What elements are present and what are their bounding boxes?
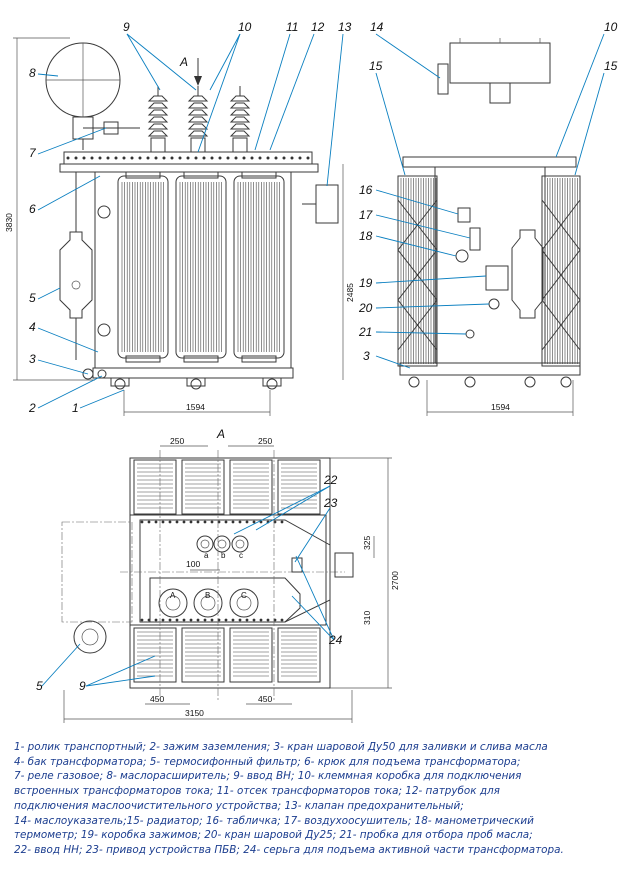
- safety-valve: [315, 184, 339, 224]
- dim-plan-height: 2700: [390, 571, 400, 590]
- callout-c12: 12: [311, 20, 325, 34]
- callout-c3: 3: [29, 352, 36, 366]
- callout-c24: 24: [328, 633, 343, 647]
- thermometer: [455, 249, 469, 263]
- hv-label-c: C: [241, 591, 247, 600]
- dim-plan-right-bottom: 310: [362, 611, 372, 625]
- callout-c6: 6: [29, 202, 36, 216]
- callout-c13: 13: [338, 20, 352, 34]
- hv-label-a: A: [170, 591, 176, 600]
- legend-line: 4- бак трансформатора; 5- термосифонный …: [14, 755, 521, 768]
- callout-c9: 9: [123, 20, 130, 34]
- hv-label-b: B: [205, 591, 210, 600]
- legend-line: 14- маслоуказатель;15- радиатор; 16- таб…: [14, 814, 534, 827]
- front-view: [45, 42, 339, 390]
- dim-plan-width: 3150: [185, 708, 204, 718]
- side-dimensions: 1594: [426, 380, 574, 416]
- dim-plan-bottom-right: 450: [258, 694, 272, 704]
- oil-gauge: [437, 63, 449, 95]
- plan-arrow-label: А: [216, 427, 225, 441]
- side-view: [397, 38, 581, 388]
- plan-view: a b c A B C: [61, 450, 354, 700]
- lv-bushings: a b c: [196, 535, 249, 560]
- dim-plan-top-left: 250: [170, 436, 184, 446]
- front-dimensions: 3830 2485 1594: [4, 37, 355, 416]
- plan-conservator: [73, 620, 107, 654]
- gas-relay: [103, 121, 119, 135]
- radiators-front: [117, 171, 285, 363]
- legend-line: термометр; 19- коробка зажимов; 20- кран…: [14, 829, 533, 842]
- callout-c3b: 3: [363, 349, 370, 363]
- callout-c10: 10: [238, 20, 252, 34]
- callout-c20: 20: [358, 301, 373, 315]
- legend-line: 1- ролик транспортный; 2- зажим заземлен…: [14, 741, 548, 753]
- callout-c5b: 5: [36, 679, 43, 693]
- callout-c23: 23: [323, 496, 338, 510]
- lv-label-a: a: [204, 551, 209, 560]
- callout-leaders: [37, 33, 605, 687]
- callout-c11: 11: [286, 20, 298, 34]
- callout-c7: 7: [29, 146, 37, 160]
- lv-label-b: b: [221, 551, 226, 560]
- callout-c16: 16: [359, 183, 373, 197]
- callout-c21: 21: [358, 325, 372, 339]
- hv-bushings-front: [66, 86, 310, 160]
- oil-conservator-side: [449, 42, 551, 84]
- nameplate: [457, 207, 471, 223]
- hv-bushings-plan: A B C: [158, 588, 259, 618]
- terminal-box: [485, 265, 509, 291]
- callout-c15b: 15: [604, 59, 618, 73]
- callout-c14: 14: [370, 20, 384, 34]
- dim-plan-inner: 100: [186, 559, 200, 569]
- dim-width-front: 1594: [186, 402, 205, 412]
- callout-c18: 18: [359, 229, 373, 243]
- callout-c19: 19: [359, 276, 373, 290]
- dim-plan-top-right: 250: [258, 436, 272, 446]
- plan-dimensions: 250 250 А 100 325 310 2700 450 450 3150: [63, 427, 400, 723]
- arrow-a-label: А: [179, 55, 188, 69]
- legend-line: подключения маслоочистительного устройст…: [14, 799, 464, 812]
- callout-c22: 22: [323, 473, 338, 487]
- legend: 1- ролик транспортный; 2- зажим заземлен…: [14, 740, 620, 858]
- callout-c10b: 10: [604, 20, 618, 34]
- callout-c5: 5: [29, 291, 36, 305]
- air-dryer: [469, 227, 481, 251]
- legend-line: 22- ввод НН; 23- привод устройства ПБВ; …: [14, 843, 564, 856]
- callout-c2: 2: [28, 401, 36, 415]
- callout-c17: 17: [359, 208, 374, 222]
- dim-height-front: 3830: [4, 213, 14, 232]
- legend-line: встроенных трансформаторов тока; 11- отс…: [14, 785, 500, 798]
- callout-c9b: 9: [79, 679, 86, 693]
- transformer-drawing: 3830 2485 1594 А: [4, 20, 618, 723]
- callout-c4: 4: [29, 320, 36, 334]
- callout-c8: 8: [29, 66, 36, 80]
- lv-label-c: c: [239, 551, 243, 560]
- dim-plan-bottom-left: 450: [150, 694, 164, 704]
- radiators-side: [397, 175, 581, 367]
- dim-tank-height: 2485: [345, 283, 355, 302]
- callout-c1: 1: [72, 401, 79, 415]
- legend-line: 7- реле газовое; 8- маслорасширитель; 9-…: [14, 770, 522, 783]
- callout-c15a: 15: [369, 59, 383, 73]
- dim-plan-right-top: 325: [362, 536, 372, 550]
- dim-width-side: 1594: [491, 402, 510, 412]
- view-arrow-a: А: [179, 55, 202, 86]
- thermosiphon-filter: [59, 172, 93, 360]
